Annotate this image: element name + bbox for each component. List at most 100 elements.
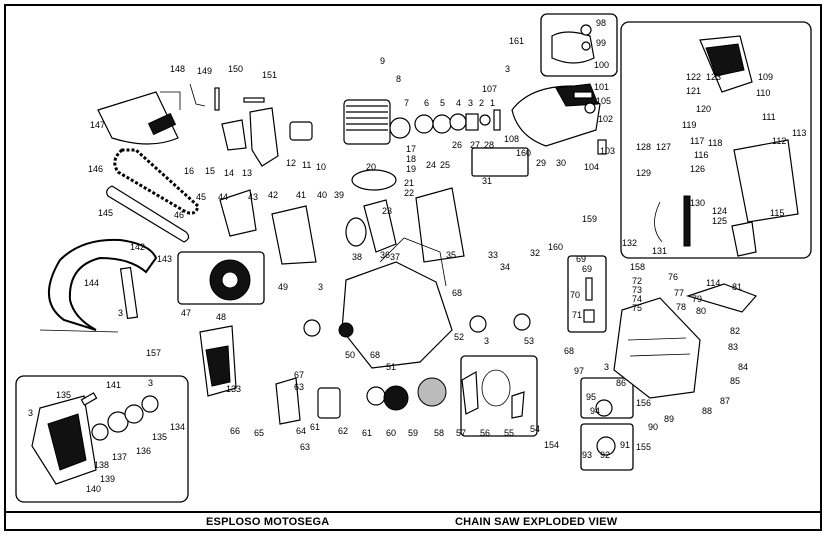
callout-93: 93	[582, 450, 592, 460]
callout-91: 91	[620, 440, 630, 450]
callout-4: 4	[456, 98, 461, 108]
callout-41: 41	[296, 190, 306, 200]
callout-9: 9	[380, 56, 385, 66]
callout-134: 134	[170, 422, 185, 432]
part-137	[107, 411, 129, 433]
tool-150	[214, 87, 220, 111]
callout-114: 114	[706, 278, 720, 288]
callout-103: 103	[600, 146, 615, 156]
callout-63: 63	[294, 382, 304, 392]
callout-148: 148	[170, 64, 185, 74]
piston	[351, 169, 397, 191]
part-92	[596, 436, 616, 456]
callout-110: 110	[756, 88, 770, 98]
part-49	[303, 319, 321, 337]
tool-151	[243, 97, 265, 103]
callout-68: 68	[564, 346, 574, 356]
callout-1: 1	[490, 98, 495, 108]
callout-105: 105	[596, 96, 611, 106]
callout-160: 160	[516, 148, 531, 158]
callout-56: 56	[480, 428, 490, 438]
part-52	[469, 315, 487, 333]
group-box-161	[540, 13, 618, 77]
callout-92: 92	[600, 450, 610, 460]
callout-78: 78	[676, 302, 686, 312]
callout-118: 118	[708, 138, 722, 148]
callout-44: 44	[218, 192, 228, 202]
callout-49: 49	[278, 282, 288, 292]
callout-39: 39	[334, 190, 344, 200]
callout-23: 23	[382, 206, 392, 216]
callout-142: 142	[130, 242, 145, 252]
callout-27: 27	[470, 140, 480, 150]
callout-7: 7	[404, 98, 409, 108]
part-54	[511, 391, 525, 419]
callout-45: 45	[196, 192, 206, 202]
callout-22: 22	[404, 188, 414, 198]
oil-pump-64	[275, 377, 301, 425]
callout-138: 138	[94, 460, 109, 470]
callout-68: 68	[452, 288, 462, 298]
callout-129: 129	[636, 168, 651, 178]
callout-58: 58	[434, 428, 444, 438]
callout-21: 21	[404, 178, 414, 188]
part-7	[389, 117, 411, 139]
filter-cover-161	[551, 31, 595, 64]
callout-86: 86	[616, 378, 626, 388]
callout-18: 18	[406, 154, 416, 164]
callout-130: 130	[690, 198, 705, 208]
callout-112: 112	[772, 136, 786, 146]
brake-grip	[705, 43, 745, 77]
callout-156: 156	[636, 398, 651, 408]
callout-126: 126	[690, 164, 705, 174]
callout-135: 135	[56, 390, 71, 400]
callout-66: 66	[230, 426, 240, 436]
callout-3: 3	[318, 282, 323, 292]
part-141	[80, 392, 98, 406]
callout-46: 46	[174, 210, 184, 220]
callout-84: 84	[738, 362, 748, 372]
callout-89: 89	[664, 414, 674, 424]
callout-108: 108	[504, 134, 519, 144]
guide-bar	[106, 185, 190, 243]
callout-154: 154	[544, 440, 559, 450]
callout-122: 122	[686, 72, 701, 82]
crankshaft	[363, 199, 397, 253]
callout-47: 47	[181, 308, 191, 318]
group-box-160-b	[567, 255, 607, 333]
callout-137: 137	[112, 452, 127, 462]
callout-35: 35	[446, 250, 456, 260]
callout-90: 90	[648, 422, 658, 432]
callout-30: 30	[556, 158, 566, 168]
handle-ribs	[627, 337, 691, 357]
tool-149	[189, 83, 206, 107]
callout-131: 131	[652, 246, 667, 256]
callout-16: 16	[184, 166, 194, 176]
callout-38: 38	[352, 252, 362, 262]
part-71	[583, 309, 595, 323]
cylinder-cover-13	[249, 107, 279, 167]
callout-113: 113	[792, 128, 806, 138]
callout-36: 36	[380, 250, 390, 260]
callout-94: 94	[590, 406, 600, 416]
callout-64: 64	[296, 426, 306, 436]
callout-20: 20	[366, 162, 376, 172]
group-box-159	[620, 21, 812, 259]
callout-161: 161	[509, 36, 524, 46]
crank-disk	[345, 217, 367, 247]
part-50	[338, 322, 354, 338]
callout-29: 29	[536, 158, 546, 168]
part-1	[493, 109, 501, 131]
part-99	[581, 41, 591, 51]
callout-52: 52	[454, 332, 464, 342]
ignition-44	[219, 189, 257, 237]
cylinder	[343, 99, 391, 145]
caption-italian: ESPLOSO MOTOSEGA	[206, 516, 330, 528]
part-59	[383, 385, 409, 411]
callout-65: 65	[254, 428, 264, 438]
main-housing	[341, 261, 453, 369]
callout-17: 17	[406, 144, 416, 154]
group-box-154	[460, 355, 538, 437]
part-81	[686, 283, 758, 313]
part-134	[141, 395, 159, 413]
